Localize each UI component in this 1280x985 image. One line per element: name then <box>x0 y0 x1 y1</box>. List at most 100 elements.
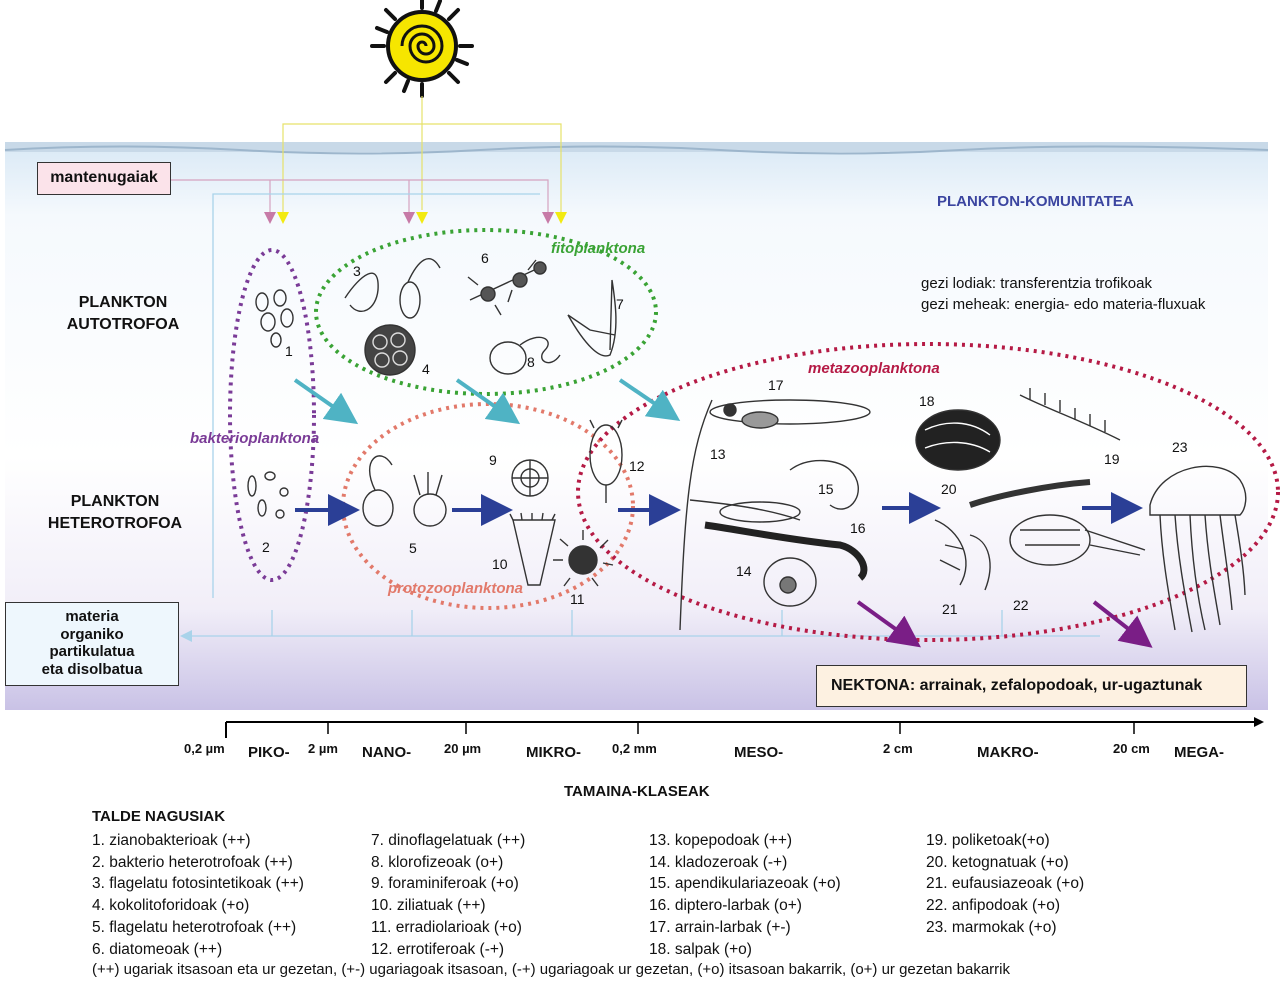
organism-5-icon <box>362 455 447 527</box>
number-7: 7 <box>616 296 624 312</box>
autotrophic-line-2: AUTOTROFOA <box>66 316 180 333</box>
group-item: 2. bakterio heterotrofoak (++) <box>92 853 293 871</box>
organism-23-icon <box>1149 465 1247 633</box>
number-8: 8 <box>527 354 535 370</box>
size-value-0: 0,2 µm <box>184 741 225 756</box>
groups-column-1: 1. zianobakterioak (++) 2. bakterio hete… <box>92 830 304 960</box>
group-item: 16. diptero-larbak (o+) <box>649 897 802 915</box>
light-arrowheads <box>277 212 567 224</box>
number-11: 11 <box>570 591 585 607</box>
bacterioplankton-label: bakterioplanktona <box>190 430 320 447</box>
heterotrophic-line-2: HETEROTROFOA <box>47 515 183 532</box>
organism-22-icon <box>1009 514 1146 566</box>
group-item: 23. marmokak (+o) <box>926 918 1057 936</box>
group-item: 14. kladozeroak (-+) <box>649 853 788 871</box>
bacterioplankton-ellipse <box>228 248 316 582</box>
organism-20-icon <box>969 479 1091 508</box>
organic-line-1: materia <box>65 608 119 625</box>
group-item: 6. diatomeoak (++) <box>92 940 223 958</box>
organism-8-icon <box>489 336 561 375</box>
organism-13-icon <box>679 399 801 631</box>
size-axis-title: TAMAINA-KLASEAK <box>564 783 710 800</box>
group-item: 18. salpak (+o) <box>649 940 752 958</box>
number-20: 20 <box>941 481 957 497</box>
group-item: 20. ketognatuak (+o) <box>926 853 1069 871</box>
detritus-arrowhead <box>180 630 192 642</box>
organism-15-icon <box>789 459 859 510</box>
nutrient-flux-lines <box>170 179 549 212</box>
size-value-3: 0,2 mm <box>612 741 657 756</box>
sun-icon <box>370 0 474 98</box>
organic-matter-text: materia organiko partikulatua eta disolb… <box>6 608 178 678</box>
organism-6-icon <box>467 259 547 316</box>
nekton-text: NEKTONA: arrainak, zefalopodoak, ur-ugaz… <box>831 677 1202 695</box>
heterotrophic-label: PLANKTON HETEROTROFOA <box>40 491 190 535</box>
group-item: 10. ziliatuak (++) <box>371 897 486 915</box>
arrow-meso-to-nekton <box>856 600 921 648</box>
community-title: PLANKTON-KOMUNITATEA <box>937 193 1134 210</box>
organism-18-icon <box>915 409 1001 471</box>
organism-1-icon <box>255 289 294 348</box>
organism-21-icon <box>934 519 991 591</box>
nutrients-box: mantenugaiak <box>37 162 171 195</box>
organic-line-3: partikulatua <box>49 643 135 660</box>
number-17: 17 <box>768 377 784 393</box>
organism-19-icon <box>1019 388 1121 441</box>
group-item: 22. anfipodoak (+o) <box>926 897 1060 915</box>
number-10: 10 <box>492 556 508 572</box>
size-class-nano: NANO- <box>362 744 412 761</box>
organism-7-icon <box>567 279 617 357</box>
organic-line-2: organiko <box>60 625 124 643</box>
group-item: 13. kopepodoak (++) <box>649 832 793 849</box>
organism-17-icon <box>709 399 871 429</box>
size-value-5: 20 cm <box>1113 741 1150 756</box>
number-1: 1 <box>285 343 293 359</box>
organism-14-icon <box>763 557 817 607</box>
detritus-flux-lines <box>190 193 1100 637</box>
organic-line-4: eta disolbatua <box>41 660 143 678</box>
group-item: 11. erradiolarioak (+o) <box>371 918 522 936</box>
size-value-1: 2 µm <box>308 741 338 756</box>
number-21: 21 <box>942 601 958 617</box>
autotrophic-line-1: PLANKTON <box>78 294 168 311</box>
organism-3-icon <box>344 258 441 319</box>
group-item: 19. poliketoak(+o) <box>926 832 1050 849</box>
nutrient-arrowheads <box>264 212 554 224</box>
size-class-mega: MEGA- <box>1174 744 1224 761</box>
protozooplankton-label: protozooplanktona <box>388 580 523 597</box>
group-item: 21. eufausiazeoak (+o) <box>926 875 1085 893</box>
number-12: 12 <box>629 458 645 474</box>
organism-9-icon <box>511 459 549 497</box>
arrow-fito-to-protozoo <box>455 378 521 425</box>
number-16: 16 <box>850 520 866 536</box>
number-5: 5 <box>409 540 417 556</box>
groups-title: TALDE NAGUSIAK <box>92 808 226 825</box>
light-flux-lines <box>282 96 562 212</box>
arrow-mega-to-nekton <box>1092 600 1153 648</box>
number-23: 23 <box>1172 439 1188 455</box>
group-item: 9. foraminiferoak (+o) <box>371 875 519 893</box>
group-item: 5. flagelatu heterotrofoak (++) <box>92 918 297 936</box>
arrow-fito-to-metazoo <box>618 378 681 422</box>
organism-sketches <box>247 258 1247 633</box>
group-item: 8. klorofizeoak (o+) <box>371 853 504 871</box>
legend-thin-arrows: gezi meheak: energia- edo materia-fluxua… <box>921 296 1206 313</box>
abundance-footnote: (++) ugariak itsasoan eta ur gezetan, (+… <box>92 961 1010 978</box>
size-class-mikro: MIKRO- <box>526 744 581 761</box>
number-22: 22 <box>1013 597 1029 613</box>
nekton-box: NEKTONA: arrainak, zefalopodoak, ur-ugaz… <box>816 665 1247 707</box>
groups-column-4: 19. poliketoak(+o) 20. ketognatuak (+o) … <box>926 830 1084 939</box>
number-9: 9 <box>489 452 497 468</box>
size-class-makro: MAKRO- <box>977 744 1039 761</box>
group-item: 12. errotiferoak (-+) <box>371 940 505 958</box>
autotrophic-label: PLANKTON AUTOTROFOA <box>62 292 184 336</box>
organism-2-icon <box>247 471 289 519</box>
plankton-diagram: 1 2 3 4 5 6 7 8 9 10 11 12 13 14 15 16 1… <box>4 0 1280 738</box>
number-14: 14 <box>736 563 752 579</box>
heterotrophic-line-1: PLANKTON <box>70 493 160 510</box>
number-15: 15 <box>818 481 834 497</box>
group-item: 17. arrain-larbak (+-) <box>649 918 791 936</box>
groups-column-3: 13. kopepodoak (++) 14. kladozeroak (-+)… <box>649 830 841 960</box>
number-13: 13 <box>710 446 726 462</box>
size-value-4: 2 cm <box>883 741 913 756</box>
